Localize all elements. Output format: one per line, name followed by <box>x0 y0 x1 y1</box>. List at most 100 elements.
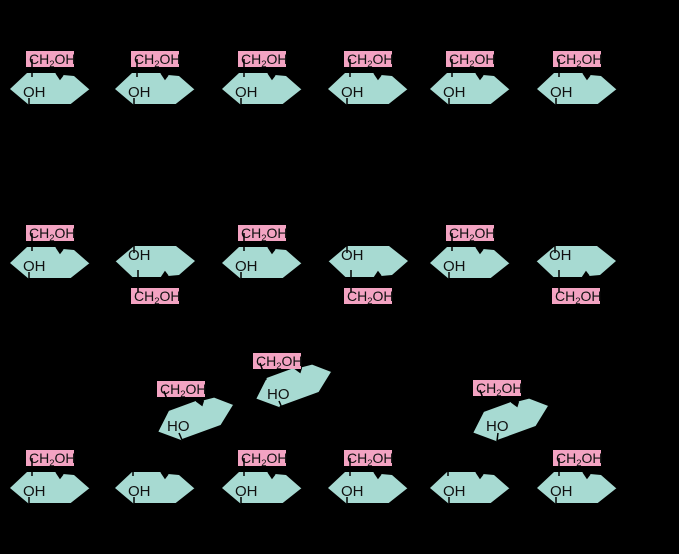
glucose-ring <box>328 472 408 504</box>
oh-label: OH <box>443 483 466 500</box>
glucose-ring <box>328 246 408 278</box>
ring-notch <box>267 72 276 81</box>
glucose-ring <box>222 247 302 279</box>
ch2oh-box <box>131 51 179 67</box>
ch2oh-label: CH2OH <box>29 225 76 244</box>
ch2oh-label: CH2OH <box>29 51 76 70</box>
ring-notch <box>195 400 205 407</box>
ring-notch <box>373 72 382 81</box>
ch2oh-label: CH2OH <box>134 288 181 307</box>
glucose-ring <box>222 472 302 504</box>
glucose-ring <box>536 246 616 278</box>
glucose-ring <box>115 73 195 105</box>
ring-notch <box>160 72 169 81</box>
ch2oh-label: CH2OH <box>449 51 496 70</box>
ch2oh-label: CH2OH <box>241 450 288 469</box>
oh-label: OH <box>341 483 364 500</box>
ring-shadow-edge <box>347 89 409 106</box>
ring-notch <box>373 270 382 279</box>
ch2oh-label: CH2OH <box>556 51 603 70</box>
ring-shadow-edge <box>449 263 511 280</box>
tilted-ring-group <box>473 398 550 443</box>
ring-notch <box>582 72 591 81</box>
ring-group: OH CH2OH <box>222 450 303 505</box>
ch2oh-box <box>553 450 601 466</box>
glucose-ring <box>430 472 510 504</box>
tilted-ring-group <box>158 397 235 442</box>
ch2oh-bond-tick <box>479 389 487 408</box>
ch2oh-box <box>238 225 286 241</box>
glucose-ring <box>256 364 332 408</box>
oh-label: OH <box>341 84 364 101</box>
ring-notch <box>475 72 484 81</box>
ch2oh-box <box>552 288 600 304</box>
ring-notch <box>160 270 169 279</box>
glucose-ring <box>10 247 90 279</box>
oh-label: OH <box>443 84 466 101</box>
chain-row-2: OHCH2OHOHCH2OHOHCH2OHOHCH2OHOHCH2OHOHCH2… <box>10 225 616 307</box>
ch2oh-label: CH2OH <box>555 288 602 307</box>
ch2oh-label: CH2OH <box>347 288 394 307</box>
oh-label: OH <box>235 258 258 275</box>
ring-shadow-edge <box>29 263 91 280</box>
ring-shadow-edge <box>279 371 333 409</box>
ch2oh-box <box>344 51 392 67</box>
ring-notch <box>582 471 591 480</box>
ring-notch <box>267 246 276 255</box>
glucose-ring <box>10 73 90 105</box>
glucose-unit: OH <box>115 467 196 505</box>
ch2oh-bond-tick <box>163 390 171 409</box>
ch2oh-bond-tick <box>259 362 267 381</box>
ho-label: HO <box>267 386 290 403</box>
ring-group: OH CH2OH <box>10 225 91 280</box>
ring-notch <box>55 471 64 480</box>
ring-shadow-edge <box>449 488 511 505</box>
glucose-ring <box>158 397 234 441</box>
ch2oh-label: CH2OH <box>449 225 496 244</box>
ring-group: OH CH2OH <box>327 246 408 307</box>
ho-label: HO <box>167 418 190 435</box>
ring-shadow-edge <box>29 89 91 106</box>
oh-label: OH <box>341 247 364 264</box>
ring-notch <box>267 471 276 480</box>
ch2oh-box <box>344 288 392 304</box>
ring-group: OH CH2OH <box>430 51 511 106</box>
ring-notch <box>581 270 590 279</box>
oh-label: OH <box>235 483 258 500</box>
ch2oh-box <box>26 51 74 67</box>
ring-shadow-edge <box>114 261 161 279</box>
ch2oh-label: CH2OH <box>134 51 181 70</box>
oh-label: OH <box>128 247 151 264</box>
ch2oh-label: CH2OH <box>160 381 207 400</box>
glucose-ring <box>430 247 510 279</box>
ho-bond-tick <box>278 400 283 409</box>
glucose-unit: OH CH2OH <box>114 246 195 307</box>
ch2oh-box <box>131 288 179 304</box>
ch2oh-box <box>157 381 205 397</box>
ch2oh-box <box>238 51 286 67</box>
ch2oh-box <box>553 51 601 67</box>
ring-shadow-edge <box>496 405 550 443</box>
ring-notch <box>475 471 484 480</box>
ring-shadow-edge <box>556 488 618 505</box>
glucose-unit: CH2OH HO <box>157 381 235 442</box>
oh-label: OH <box>23 258 46 275</box>
ch2oh-label: CH2OH <box>347 450 394 469</box>
glucose-ring <box>328 73 408 105</box>
glucose-unit: OH CH2OH <box>328 450 409 505</box>
